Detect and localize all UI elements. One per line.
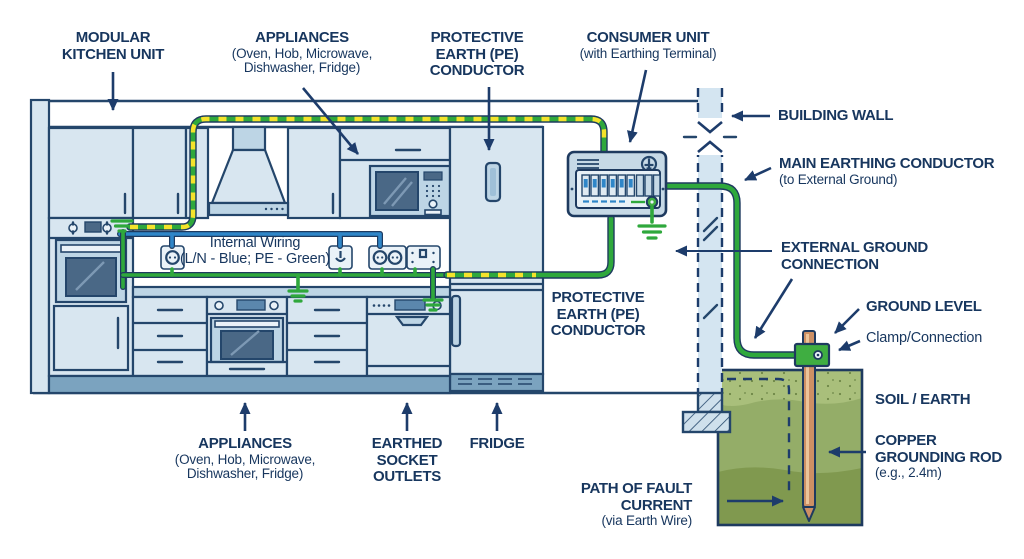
label-earthed-socket-outlets: EARTHED SOCKET OUTLETS bbox=[371, 435, 443, 485]
rod-clamp bbox=[793, 342, 831, 368]
arrow-ground-level bbox=[834, 308, 860, 334]
label-path-of-fault-current: PATH OF FAULT CURRENT (via Earth Wire) bbox=[580, 480, 692, 528]
pe-bus-wire bbox=[120, 229, 450, 301]
cooker-hood bbox=[207, 125, 290, 217]
socket-outlet-3 bbox=[368, 245, 407, 270]
socket-outlet-1 bbox=[160, 245, 185, 270]
socket-outlet-4 bbox=[406, 245, 441, 270]
microwave bbox=[368, 164, 452, 218]
microwave-window bbox=[375, 171, 419, 211]
fridge-vent bbox=[448, 372, 545, 393]
label-internal-wiring: Internal Wiring (L/N - Blue; PE - Green) bbox=[180, 235, 330, 267]
oven-window bbox=[220, 330, 274, 360]
label-ground-level: GROUND LEVEL bbox=[866, 298, 982, 315]
label-appliances-top: APPLIANCES (Oven, Hob, Microwave, Dishwa… bbox=[231, 29, 373, 76]
socket-outlet-2 bbox=[328, 245, 353, 270]
earth-symbol-counter bbox=[287, 289, 309, 303]
consumer-unit bbox=[566, 150, 668, 218]
label-modular-kitchen-unit: MODULAR KITCHEN UNIT bbox=[61, 29, 165, 63]
main-earthing-wire bbox=[660, 182, 801, 359]
label-main-earthing-conductor: MAIN EARTHING CONDUCTOR (to External Gro… bbox=[779, 155, 995, 187]
wall-break-icon bbox=[682, 118, 738, 155]
drawer-stack bbox=[131, 295, 209, 378]
fridge bbox=[448, 125, 545, 393]
drawer-stack bbox=[285, 295, 369, 378]
ln-wire-blue bbox=[117, 231, 383, 249]
fridge-lower-handle bbox=[450, 294, 462, 348]
arrow-clamp bbox=[838, 339, 861, 352]
pe-conductor-counter-wire bbox=[443, 214, 615, 279]
built-in-oven-tall bbox=[47, 216, 135, 378]
earth-symbol-oven bbox=[110, 219, 134, 233]
oven-lower-door bbox=[52, 304, 130, 372]
pe-conductor-top-wire bbox=[126, 115, 608, 231]
label-consumer-unit: CONSUMER UNIT (with Earthing Terminal) bbox=[579, 29, 717, 61]
oven-knob bbox=[269, 300, 279, 311]
dishwasher bbox=[365, 295, 452, 378]
label-external-ground-connection: EXTERNAL GROUND CONNECTION bbox=[781, 239, 928, 273]
earth-terminal-wire bbox=[637, 205, 667, 240]
label-pe-conductor-mid: PROTECTIVE EARTH (PE) CONDUCTOR bbox=[550, 289, 646, 339]
arrow-main-earthing bbox=[744, 166, 772, 182]
oven-knob bbox=[214, 300, 224, 311]
vent-lines bbox=[577, 159, 599, 169]
kitchen-side-panel bbox=[29, 98, 51, 395]
label-pe-conductor-top: PROTECTIVE EARTH (PE) CONDUCTOR bbox=[429, 29, 525, 79]
under-counter-oven bbox=[205, 295, 289, 378]
earth-symbol-dishwasher bbox=[422, 298, 444, 312]
callout-arrows bbox=[107, 69, 866, 507]
label-appliances-bottom: APPLIANCES (Oven, Hob, Microwave, Dishwa… bbox=[174, 435, 316, 482]
arrow-appliances-top bbox=[302, 87, 359, 155]
label-copper-grounding-rod: COPPER GROUNDING ROD (e.g., 2.4m) bbox=[875, 432, 1002, 480]
label-fridge: FRIDGE bbox=[469, 435, 525, 452]
arrow-consumer-unit bbox=[627, 69, 648, 143]
modular-kitchen-unit bbox=[29, 98, 545, 395]
dishwasher-handle bbox=[394, 315, 430, 327]
wall-cabinet-door bbox=[286, 126, 342, 220]
circuit-breakers bbox=[581, 174, 661, 197]
label-soil-earth: SOIL / EARTH bbox=[875, 391, 971, 408]
wall-cabinet-door bbox=[47, 126, 135, 220]
oven-window bbox=[65, 257, 117, 297]
arrow-external-ground-2 bbox=[753, 278, 794, 339]
building-wall bbox=[681, 88, 738, 434]
wall-footing bbox=[681, 391, 732, 434]
copper-grounding-rod bbox=[802, 330, 816, 522]
label-building-wall: BUILDING WALL bbox=[778, 107, 894, 124]
microwave-buttons bbox=[425, 184, 441, 198]
label-clamp-connection: Clamp/Connection bbox=[866, 330, 983, 346]
plinth bbox=[47, 374, 452, 395]
fault-current-path bbox=[727, 377, 791, 497]
